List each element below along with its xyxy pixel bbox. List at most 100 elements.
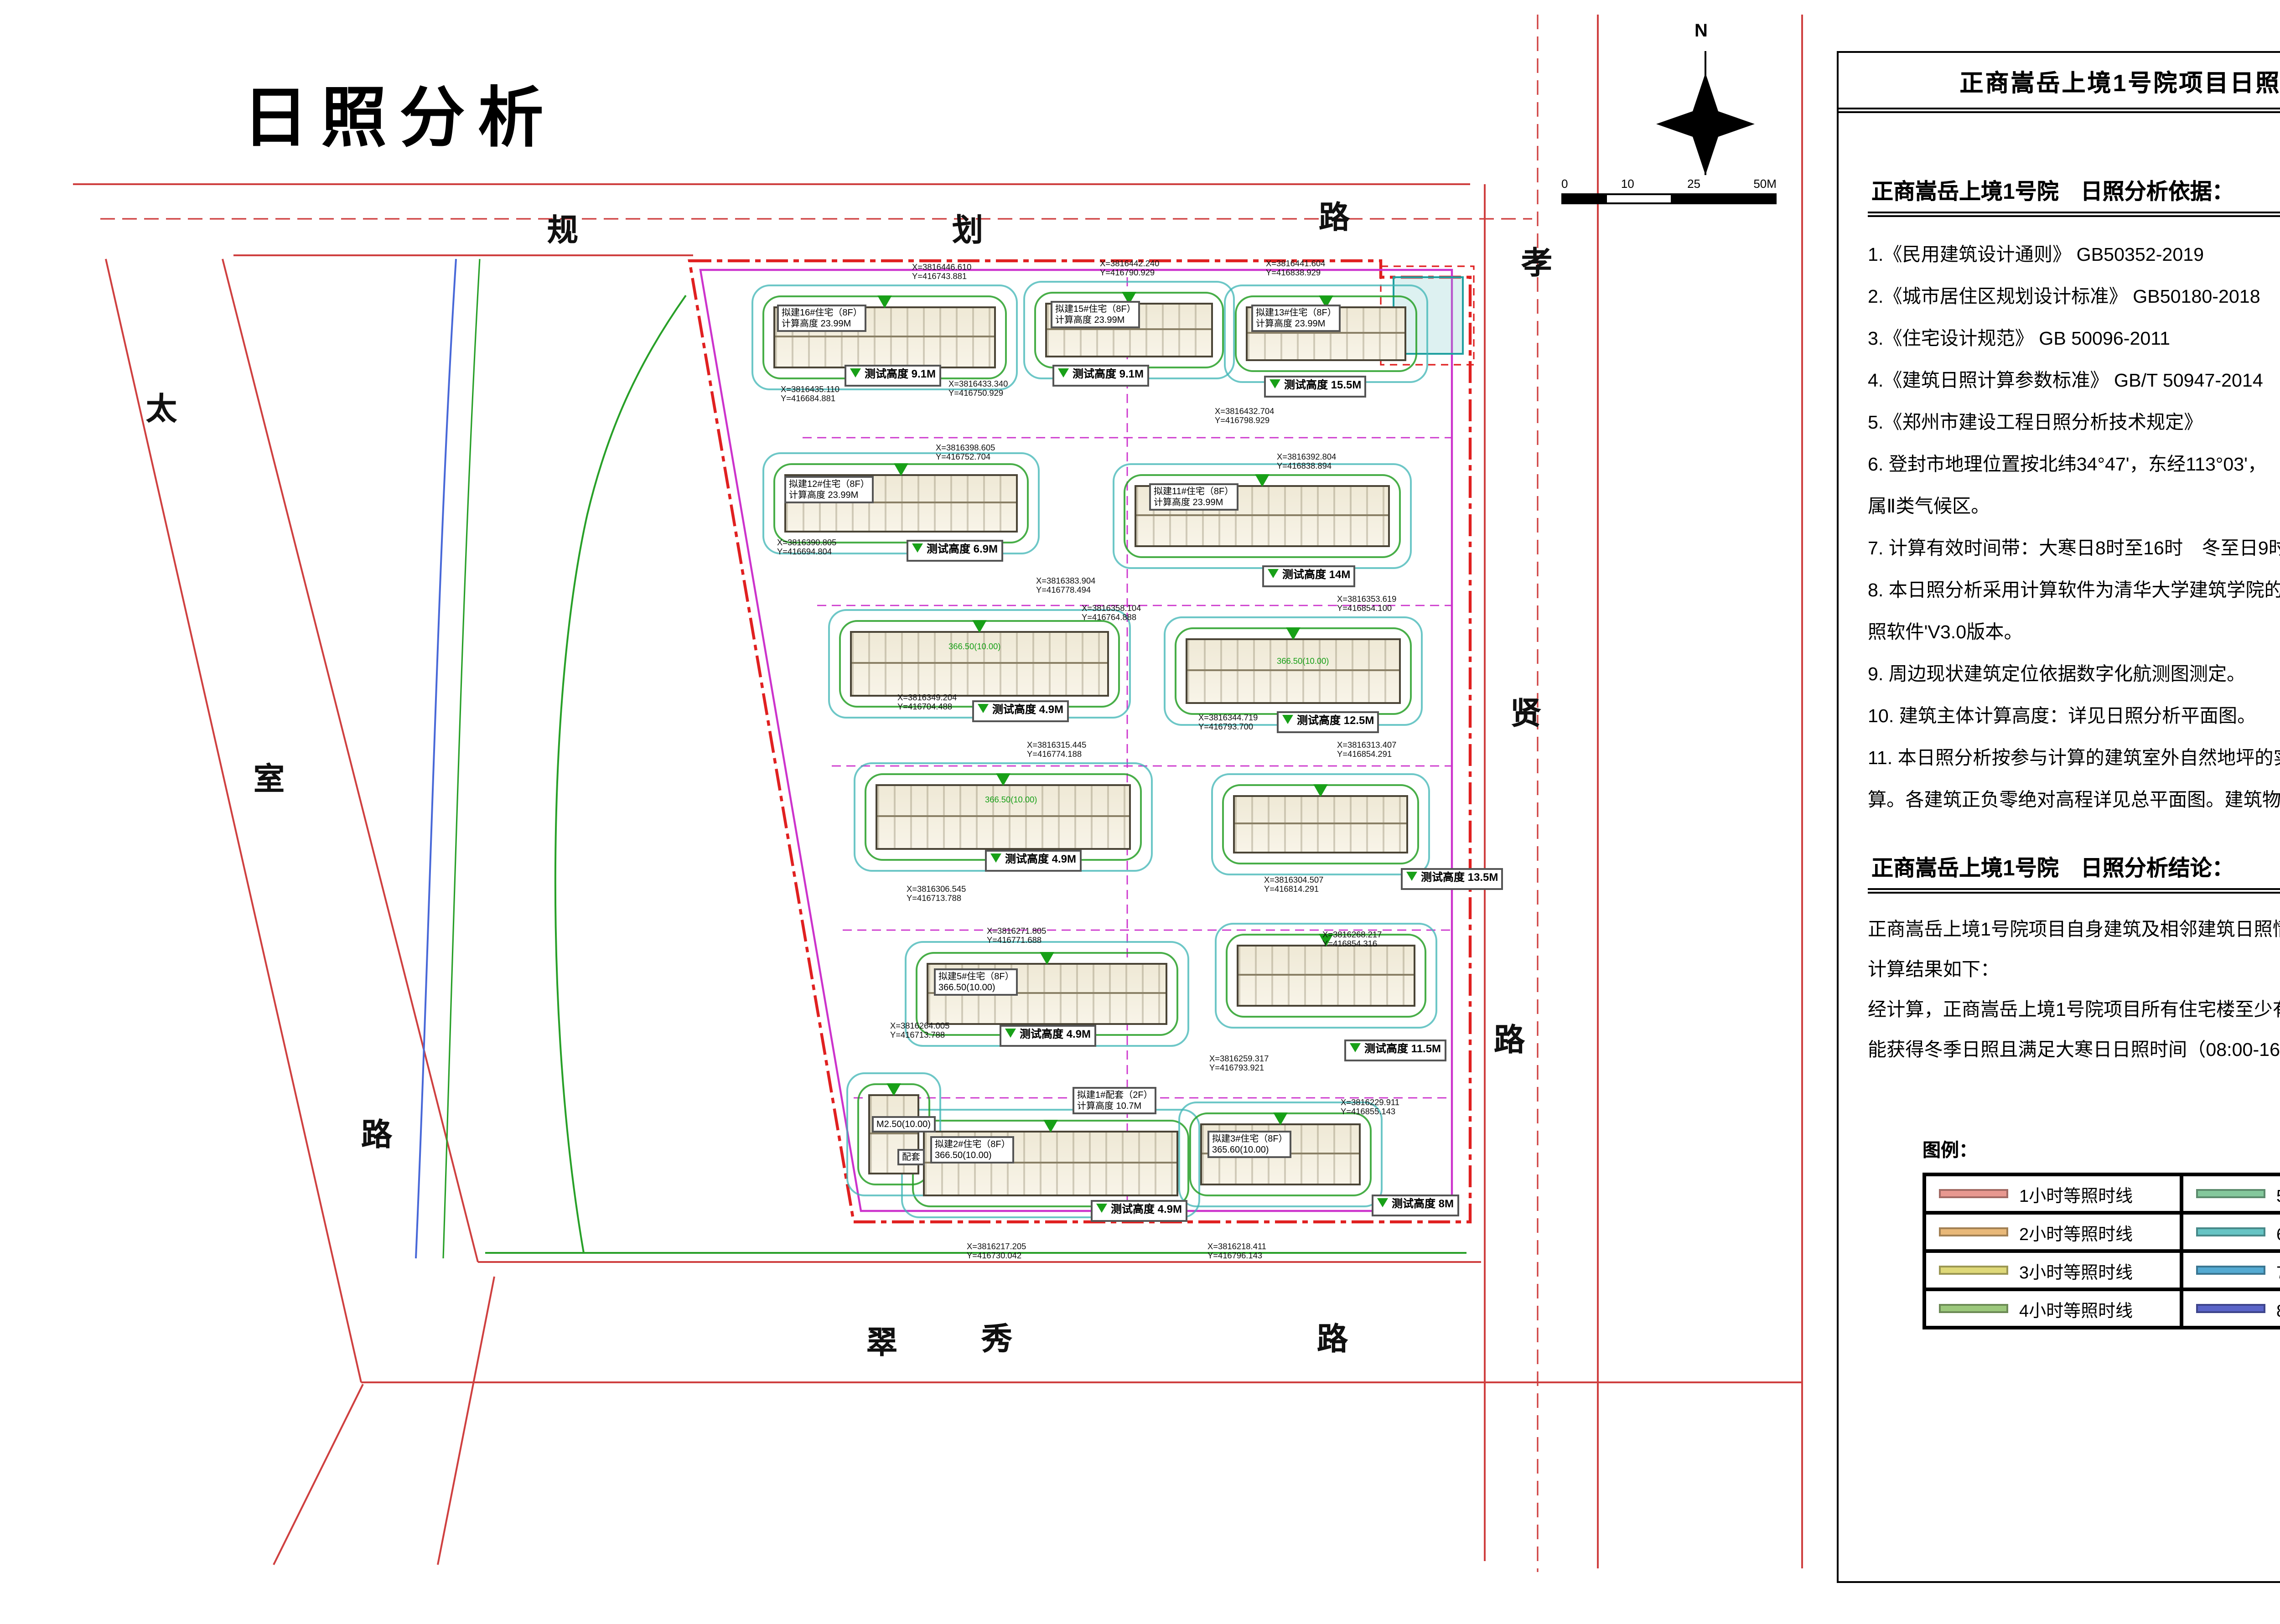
coordinate-y: Y=416798.929 — [1215, 416, 1270, 426]
elevation-note: 366.50(10.00) — [985, 795, 1037, 804]
legend-title: 图例： — [1922, 1142, 1977, 1162]
legend-row: 3小时等照时线 — [1924, 1251, 2182, 1289]
north-arrow-icon — [1656, 51, 1755, 175]
coordinate-y: Y=416855.143 — [1341, 1107, 1396, 1117]
legend-row: 2小时等照时线 — [1924, 1213, 2182, 1251]
scale-segment — [1605, 195, 1673, 202]
legend-label: 3小时等照时线 — [2019, 1263, 2133, 1283]
basis-line: 9. 周边现状建筑定位依据数字化航测图测定。 — [1868, 666, 2246, 686]
coordinate-x: X=3816390.805 — [777, 538, 837, 547]
coordinate-x: X=3816383.904 — [1036, 576, 1096, 585]
legend-swatch — [2196, 1266, 2265, 1275]
test-height-label: 测试高度 9.1M — [1052, 365, 1150, 386]
basis-line: 7. 计算有效时间带：大寒日8时至16时 冬至日9时至15时 — [1868, 540, 2280, 560]
legend-row: 6小时等照时线 — [2182, 1213, 2280, 1251]
coordinate-y: Y=416854.316 — [1322, 940, 1378, 949]
coordinate-y: Y=416713.788 — [890, 1031, 945, 1040]
building-label-line: 计算高度 23.99M — [1154, 497, 1223, 508]
basis-list: 1.《民用建筑设计通则》 GB50352-2019 2.《城市居住区规划设计标准》… — [1868, 235, 2280, 822]
conclusion-line: 正商嵩岳上境1号院项目自身建筑及相邻建筑日照情况分析， — [1868, 921, 2280, 941]
test-height-label: 测试高度 4.9M — [985, 850, 1082, 871]
building-label: 拟建3#住宅（8F）365.60(10.00) — [1207, 1131, 1292, 1158]
legend-row: 1小时等照时线 — [1924, 1174, 2182, 1213]
test-height-label: 测试高度 4.9M — [1000, 1025, 1097, 1046]
legend-label: 5小时等照时线 — [2276, 1181, 2280, 1206]
building — [1233, 784, 1408, 853]
isochrone-outline — [751, 284, 1018, 390]
coordinate-x: X=3816315.445 — [1027, 740, 1087, 750]
building-label-line: 计算高度 23.99M — [789, 490, 859, 501]
building-label: 拟建15#住宅（8F）计算高度 23.99M — [1051, 301, 1140, 328]
plan-title: 日照分析 — [243, 80, 557, 155]
coordinate-x: X=3816392.804 — [1277, 452, 1337, 461]
legend-row: 4小时等照时线 — [1924, 1289, 2182, 1328]
building-label-line: 366.50(10.00) — [938, 982, 995, 993]
coordinate-x: X=3816398.605 — [936, 443, 995, 452]
coordinate-y: Y=416750.929 — [948, 389, 1004, 398]
coordinate-y: Y=416796.143 — [1207, 1252, 1263, 1261]
coordinate-y: Y=416704.488 — [897, 703, 953, 712]
building-label-line: 拟建16#住宅（8F） — [782, 307, 862, 318]
isochrone-outline — [1215, 923, 1437, 1029]
basis-line: 3.《住宅设计规范》 GB 50096-2011 — [1868, 330, 2171, 350]
building — [850, 620, 1109, 697]
building-label-line: 拟建2#住宅（8F） — [935, 1139, 1010, 1150]
basis-line: 2.《城市居住区规划设计标准》 GB50180-2018 — [1868, 288, 2260, 308]
road-label: 路 — [361, 1118, 392, 1153]
elevation-note: 366.50(10.00) — [948, 642, 1001, 651]
building-label-line: 配套 — [902, 1152, 921, 1163]
building — [1237, 934, 1415, 1007]
building-label-line: 计算高度 23.99M — [782, 318, 851, 329]
scale-tick: 25 — [1687, 179, 1700, 191]
coordinate-y: Y=416684.881 — [781, 394, 836, 404]
test-height-label: 测试高度 4.9M — [972, 700, 1069, 721]
coordinate-x: X=3816259.317 — [1209, 1054, 1269, 1063]
coordinate-y: Y=416793.921 — [1209, 1064, 1264, 1073]
coordinate-x: X=3816349.204 — [897, 693, 957, 702]
test-height-label: 测试高度 4.9M — [1091, 1200, 1188, 1221]
basis-line: 8. 本日照分析采用计算软件为清华大学建筑学院的'清华建筑日 — [1868, 582, 2280, 602]
basis-line: 4.《建筑日照计算参数标准》 GB/T 50947-2014 — [1868, 372, 2263, 392]
coordinate-x: X=3816358.104 — [1082, 604, 1141, 613]
legend-label: 1小时等照时线 — [2019, 1186, 2133, 1206]
basis-line: 11. 本日照分析按参与计算的建筑室外自然地坪的实有高程进行计 — [1868, 750, 2280, 770]
basis-line: 1.《民用建筑设计通则》 GB50352-2019 — [1868, 246, 2204, 266]
basis-line: 算。各建筑正负零绝对高程详见总平面图。建筑物测试高度详见日照分析图。 — [1868, 791, 2280, 812]
road-label: 路 — [1494, 1023, 1525, 1058]
test-height-label: 测试高度 14M — [1262, 565, 1356, 586]
coordinate-y: Y=416764.888 — [1082, 613, 1137, 623]
coordinate-y: Y=416774.188 — [1027, 750, 1082, 760]
road-label: 路 — [1319, 201, 1350, 235]
elevation-note: 366.50(10.00) — [1277, 657, 1329, 666]
coordinate-y: Y=416814.291 — [1264, 885, 1319, 895]
building — [1186, 627, 1401, 704]
stream-line — [415, 259, 457, 1259]
test-height-label: 测试高度 15.5M — [1264, 376, 1367, 397]
test-height-label: 测试高度 9.1M — [845, 365, 942, 386]
building-label: 拟建2#住宅（8F）366.50(10.00) — [930, 1136, 1015, 1164]
road-label: 孝 — [1521, 246, 1552, 281]
coordinate-y: Y=416752.704 — [936, 453, 991, 462]
coordinate-x: X=3816313.407 — [1337, 740, 1397, 750]
legend-row: 8小时等照时线 — [2182, 1289, 2280, 1328]
coordinate-x: X=3816442.240 — [1100, 259, 1160, 268]
basis-line: 6. 登封市地理位置按北纬34°47'，东经113°03'， — [1868, 456, 2267, 476]
coordinate-y: Y=416694.804 — [777, 548, 832, 557]
road-label: 秀 — [981, 1322, 1012, 1357]
building-label-line: 366.50(10.00) — [935, 1150, 992, 1161]
